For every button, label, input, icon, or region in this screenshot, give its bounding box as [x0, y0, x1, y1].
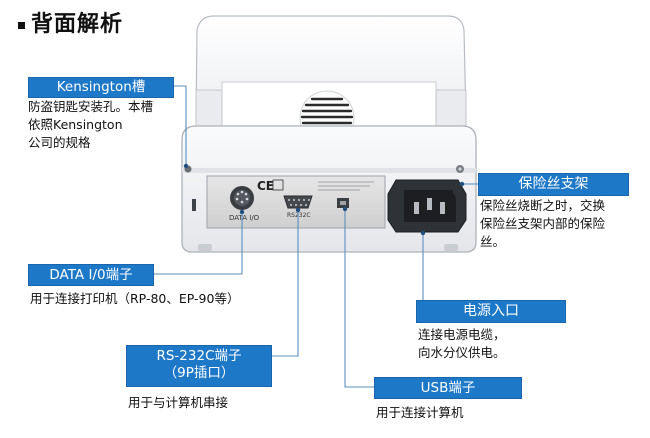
fuse-description: 保险丝烧断之时，交换 保险丝支架内部的保险 丝。: [480, 197, 640, 251]
usb-callout-label: USB端子: [374, 377, 522, 399]
leader-lines: [153, 85, 478, 388]
kensington-label-text: Kensington槽: [56, 79, 146, 95]
fuse-callout-label: 保险丝支架: [478, 173, 629, 196]
connector-panel: DATA I/O CE RS232C: [206, 175, 386, 229]
rs232c-callout-label: RS-232C端子 （9P插口）: [126, 345, 272, 387]
power-inlet: [387, 179, 467, 233]
page-title-text: 背面解析: [31, 12, 124, 37]
fuse-desc-line: 丝。: [480, 234, 506, 250]
kensington-description: 防盗钥匙安装孔。本槽 依照Kensington 公司的规格: [28, 98, 178, 152]
data-io-description: 用于连接打印机（RP-80、EP-90等）: [30, 290, 290, 308]
page-title: 背面解析: [18, 6, 123, 38]
ce-mark: CE: [257, 179, 274, 193]
power-label-text: 电源入口: [463, 303, 519, 319]
usb-description: 用于连接计算机: [376, 404, 536, 422]
power-desc-line: 连接电源电缆，: [418, 327, 506, 342]
rs232c-label-line: （9P插口）: [163, 364, 235, 381]
kensington-callout-label: Kensington槽: [28, 77, 174, 98]
rs232c-desc-line: 用于与计算机串接: [128, 395, 229, 410]
port-label-rs232c: RS232C: [287, 212, 311, 219]
data-io-desc-line: 用于连接打印机（RP-80、EP-90等）: [30, 291, 240, 306]
power-callout-label: 电源入口: [416, 300, 566, 323]
power-description: 连接电源电缆， 向水分仪供电。: [418, 326, 578, 362]
data-io-label-text: DATA I/0端子: [49, 267, 133, 283]
kensington-desc-line: 公司的规格: [28, 135, 91, 151]
fuse-label-text: 保险丝支架: [518, 176, 589, 192]
rs232c-description: 用于与计算机串接: [128, 394, 308, 412]
usb-label-text: USB端子: [420, 380, 476, 396]
usb-desc-line: 用于连接计算机: [376, 405, 464, 420]
fuse-desc-line: 保险丝烧断之时，交换: [480, 198, 606, 213]
power-desc-line: 向水分仪供电。: [418, 345, 506, 361]
title-bullet: [18, 21, 25, 29]
kensington-desc-line: 依照Kensington: [28, 117, 123, 133]
port-label-data-io: DATA I/O: [229, 214, 260, 222]
kensington-desc-line: 防盗钥匙安装孔。本槽: [28, 99, 154, 114]
rs232c-label-line: RS-232C端子: [156, 348, 242, 364]
fuse-desc-line: 保险丝支架内部的保险: [480, 216, 606, 232]
data-io-callout-label: DATA I/0端子: [28, 264, 154, 286]
